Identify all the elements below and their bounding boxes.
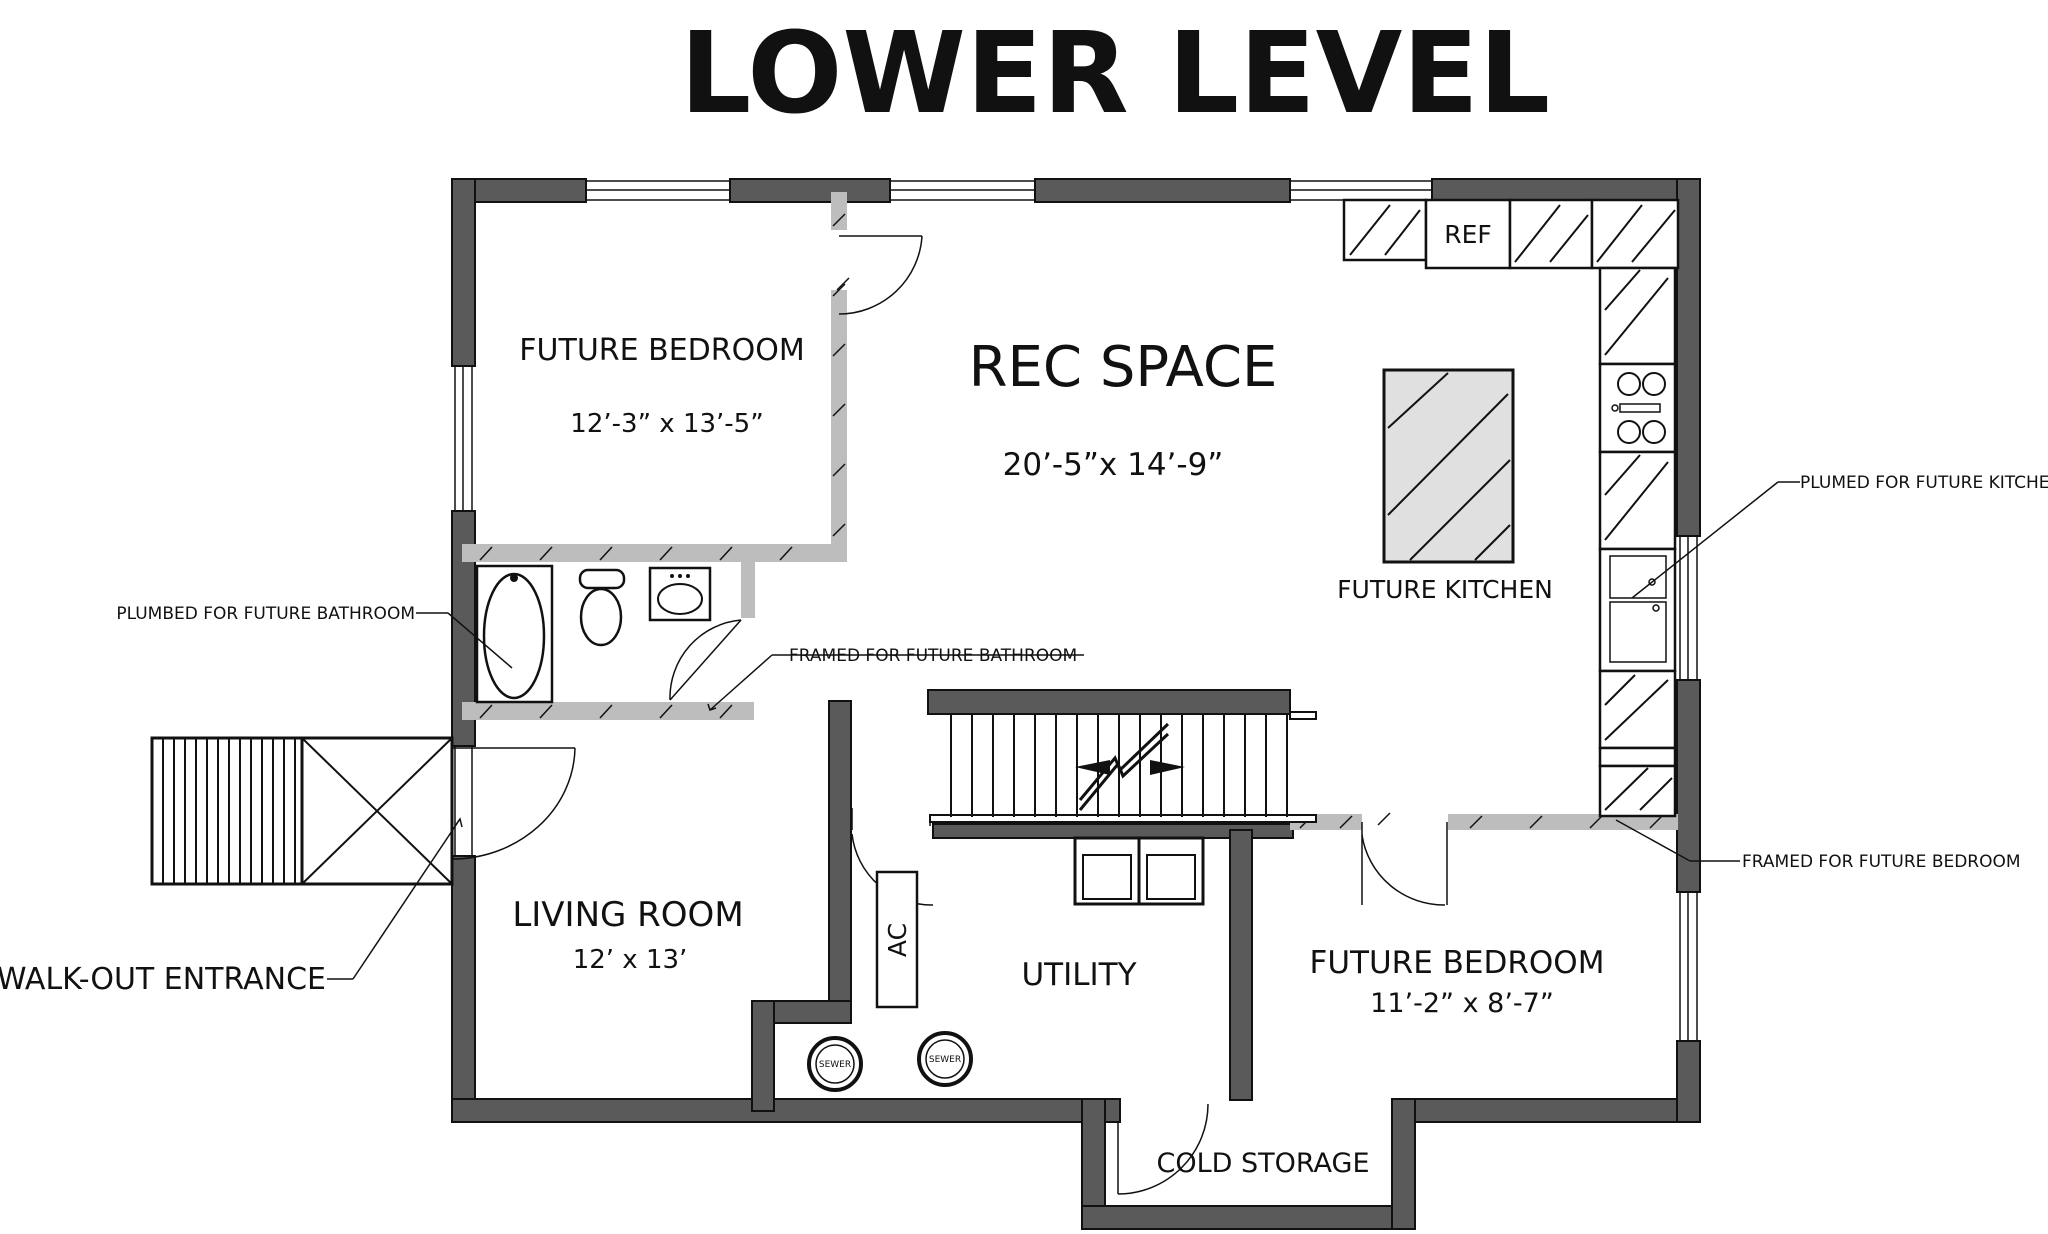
framed-bathroom-note: FRAMED FOR FUTURE BATHROOM	[789, 646, 1077, 666]
kitchen-cabinets	[1342, 198, 1680, 818]
plan-title: LOWER LEVEL	[680, 9, 1550, 139]
rec-space-dims: 20’-5”x 14’-9”	[1003, 447, 1224, 483]
future-bedroom-bottom-label: FUTURE BEDROOM	[1310, 945, 1605, 981]
exterior-stairs	[150, 736, 454, 886]
bathroom-fixtures	[475, 564, 712, 704]
plumbed-bathroom-note: PLUMBED FOR FUTURE BATHROOM	[116, 604, 415, 624]
sewer-label-2: SEWER	[929, 1055, 961, 1065]
rec-space-label: REC SPACE	[969, 335, 1278, 400]
living-room-label: LIVING ROOM	[512, 895, 743, 935]
future-bedroom-top-label: FUTURE BEDROOM	[519, 333, 804, 368]
cold-storage-label: COLD STORAGE	[1156, 1148, 1369, 1179]
framed-bedroom-note: FRAMED FOR FUTURE BEDROOM	[1742, 852, 2021, 872]
plumbed-kitchen-note: PLUMED FOR FUTURE KITCHEN	[1800, 473, 2048, 493]
utility-fixtures	[807, 836, 1205, 1092]
interior-stairs	[929, 711, 1317, 826]
future-kitchen-label: FUTURE KITCHEN	[1337, 575, 1553, 604]
ref-label: REF	[1444, 220, 1492, 249]
exterior-walls	[451, 178, 1701, 1230]
interior-walls	[751, 689, 1294, 1112]
future-bedroom-top-dims: 12’-3” x 13’-5”	[570, 409, 763, 439]
annotation-leaders	[327, 481, 1800, 980]
living-room-dims: 12’ x 13’	[573, 945, 688, 975]
framing-hatch	[479, 213, 1663, 829]
sewer-label-1: SEWER	[819, 1060, 851, 1070]
utility-label: UTILITY	[1021, 957, 1136, 993]
walkout-entrance-note: WALK-OUT ENTRANCE	[0, 962, 326, 997]
ac-label: AC	[883, 923, 912, 957]
future-bedroom-bottom-dims: 11’-2” x 8’-7”	[1370, 988, 1554, 1019]
doors	[451, 235, 1448, 1195]
